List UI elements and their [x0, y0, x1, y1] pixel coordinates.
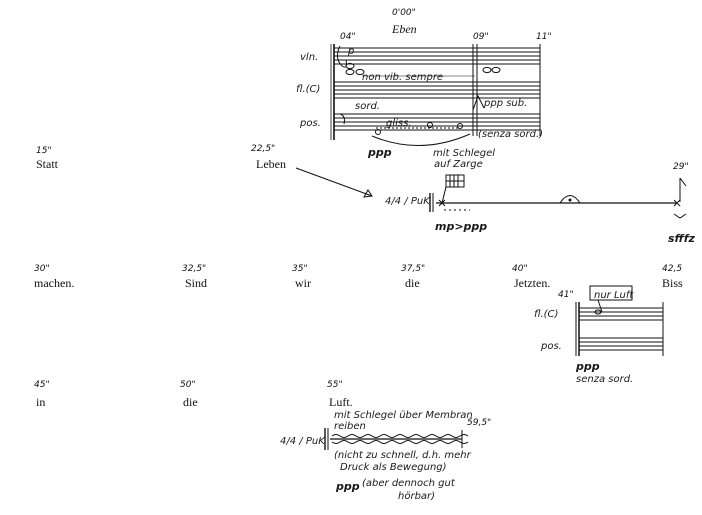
perc-dyn-3: ppp	[336, 480, 360, 493]
start-time: 0'00"	[392, 8, 416, 18]
small-instrument-pos: pos.	[541, 341, 562, 352]
word-eben: Eben	[392, 22, 417, 36]
small-pos-staff	[579, 337, 663, 351]
time-biss: 42,5	[662, 264, 683, 274]
pos-dynamic: ppp	[368, 146, 392, 159]
word-statt: Statt	[36, 157, 59, 171]
word-leben: Leben	[256, 157, 286, 171]
word-die: die	[405, 276, 420, 290]
instrument-pos: pos.	[300, 118, 321, 129]
word-jetzten: Jetzten.	[514, 276, 551, 290]
fermata-icon	[559, 195, 581, 204]
word-wir: wir	[295, 276, 311, 290]
vln-staff	[334, 47, 540, 65]
membrane-note-1: mit Schlegel über Membran	[334, 410, 473, 421]
sord-label: sord.	[355, 101, 380, 112]
paren-note-1: (nicht zu schnell, d.h. mehr	[334, 450, 471, 461]
word-luft: Luft.	[329, 395, 353, 409]
mark-41: 41"	[558, 290, 574, 300]
end-time: 59,5"	[467, 418, 492, 428]
senza-label: (senza sord.)	[478, 129, 544, 140]
small-senza: senza sord.	[576, 374, 634, 385]
fermata-time: 29"	[673, 162, 689, 172]
time-jetzten: 40"	[512, 264, 528, 274]
paren-note-2: Druck als Bewegung)	[340, 462, 447, 473]
instrument-vln: vln.	[300, 52, 319, 63]
time-leben: 22,5"	[251, 144, 276, 154]
nur-luft-box: nur Luft	[594, 290, 634, 301]
time-luft: 55"	[327, 380, 343, 390]
word-biss: Biss	[662, 276, 683, 290]
small-fl-staff	[579, 307, 663, 321]
dyn-note-2: hörbar)	[398, 491, 436, 502]
small-dyn: ppp	[576, 360, 600, 373]
time-sind: 32,5"	[182, 264, 207, 274]
mallet-note-1: mit Schlegel	[433, 148, 496, 159]
pos-staff	[334, 113, 540, 131]
instrument-fl: fl.(C)	[296, 84, 321, 95]
vln-text: non vib. sempre	[362, 72, 444, 83]
time-in: 45"	[34, 380, 50, 390]
fl-dynamic: ppp sub.	[484, 98, 528, 109]
word-sind: Sind	[185, 276, 208, 290]
perc-meter-1: 4/4 / PuK	[385, 196, 430, 207]
perc-dyn-end: sfffz	[668, 232, 695, 245]
time-statt: 15"	[36, 146, 52, 156]
mark-11: 11"	[536, 32, 552, 42]
membrane-note-2: reiben	[334, 421, 366, 432]
mark-09: 09"	[473, 32, 489, 42]
mallet-grid-icon	[445, 174, 465, 188]
perc-dyn-start: mp>ppp	[435, 220, 488, 233]
perc-meter-2: 4/4 / PuK	[280, 436, 325, 447]
gliss-label: gliss.	[386, 118, 412, 129]
mallet-note-2: auf Zarge	[434, 159, 483, 170]
fl-staff	[334, 81, 540, 99]
word-in: in	[36, 395, 46, 409]
small-instrument-fl: fl.(C)	[534, 309, 559, 320]
time-wir: 35"	[292, 264, 308, 274]
mark-04: 04"	[340, 32, 356, 42]
time-machen: 30"	[34, 264, 50, 274]
word-machen: machen.	[34, 276, 75, 290]
dyn-note-1: (aber dennoch gut	[362, 478, 455, 489]
time-die: 37,5"	[401, 264, 426, 274]
time-die-2: 50"	[180, 380, 196, 390]
word-die-2: die	[183, 395, 198, 409]
